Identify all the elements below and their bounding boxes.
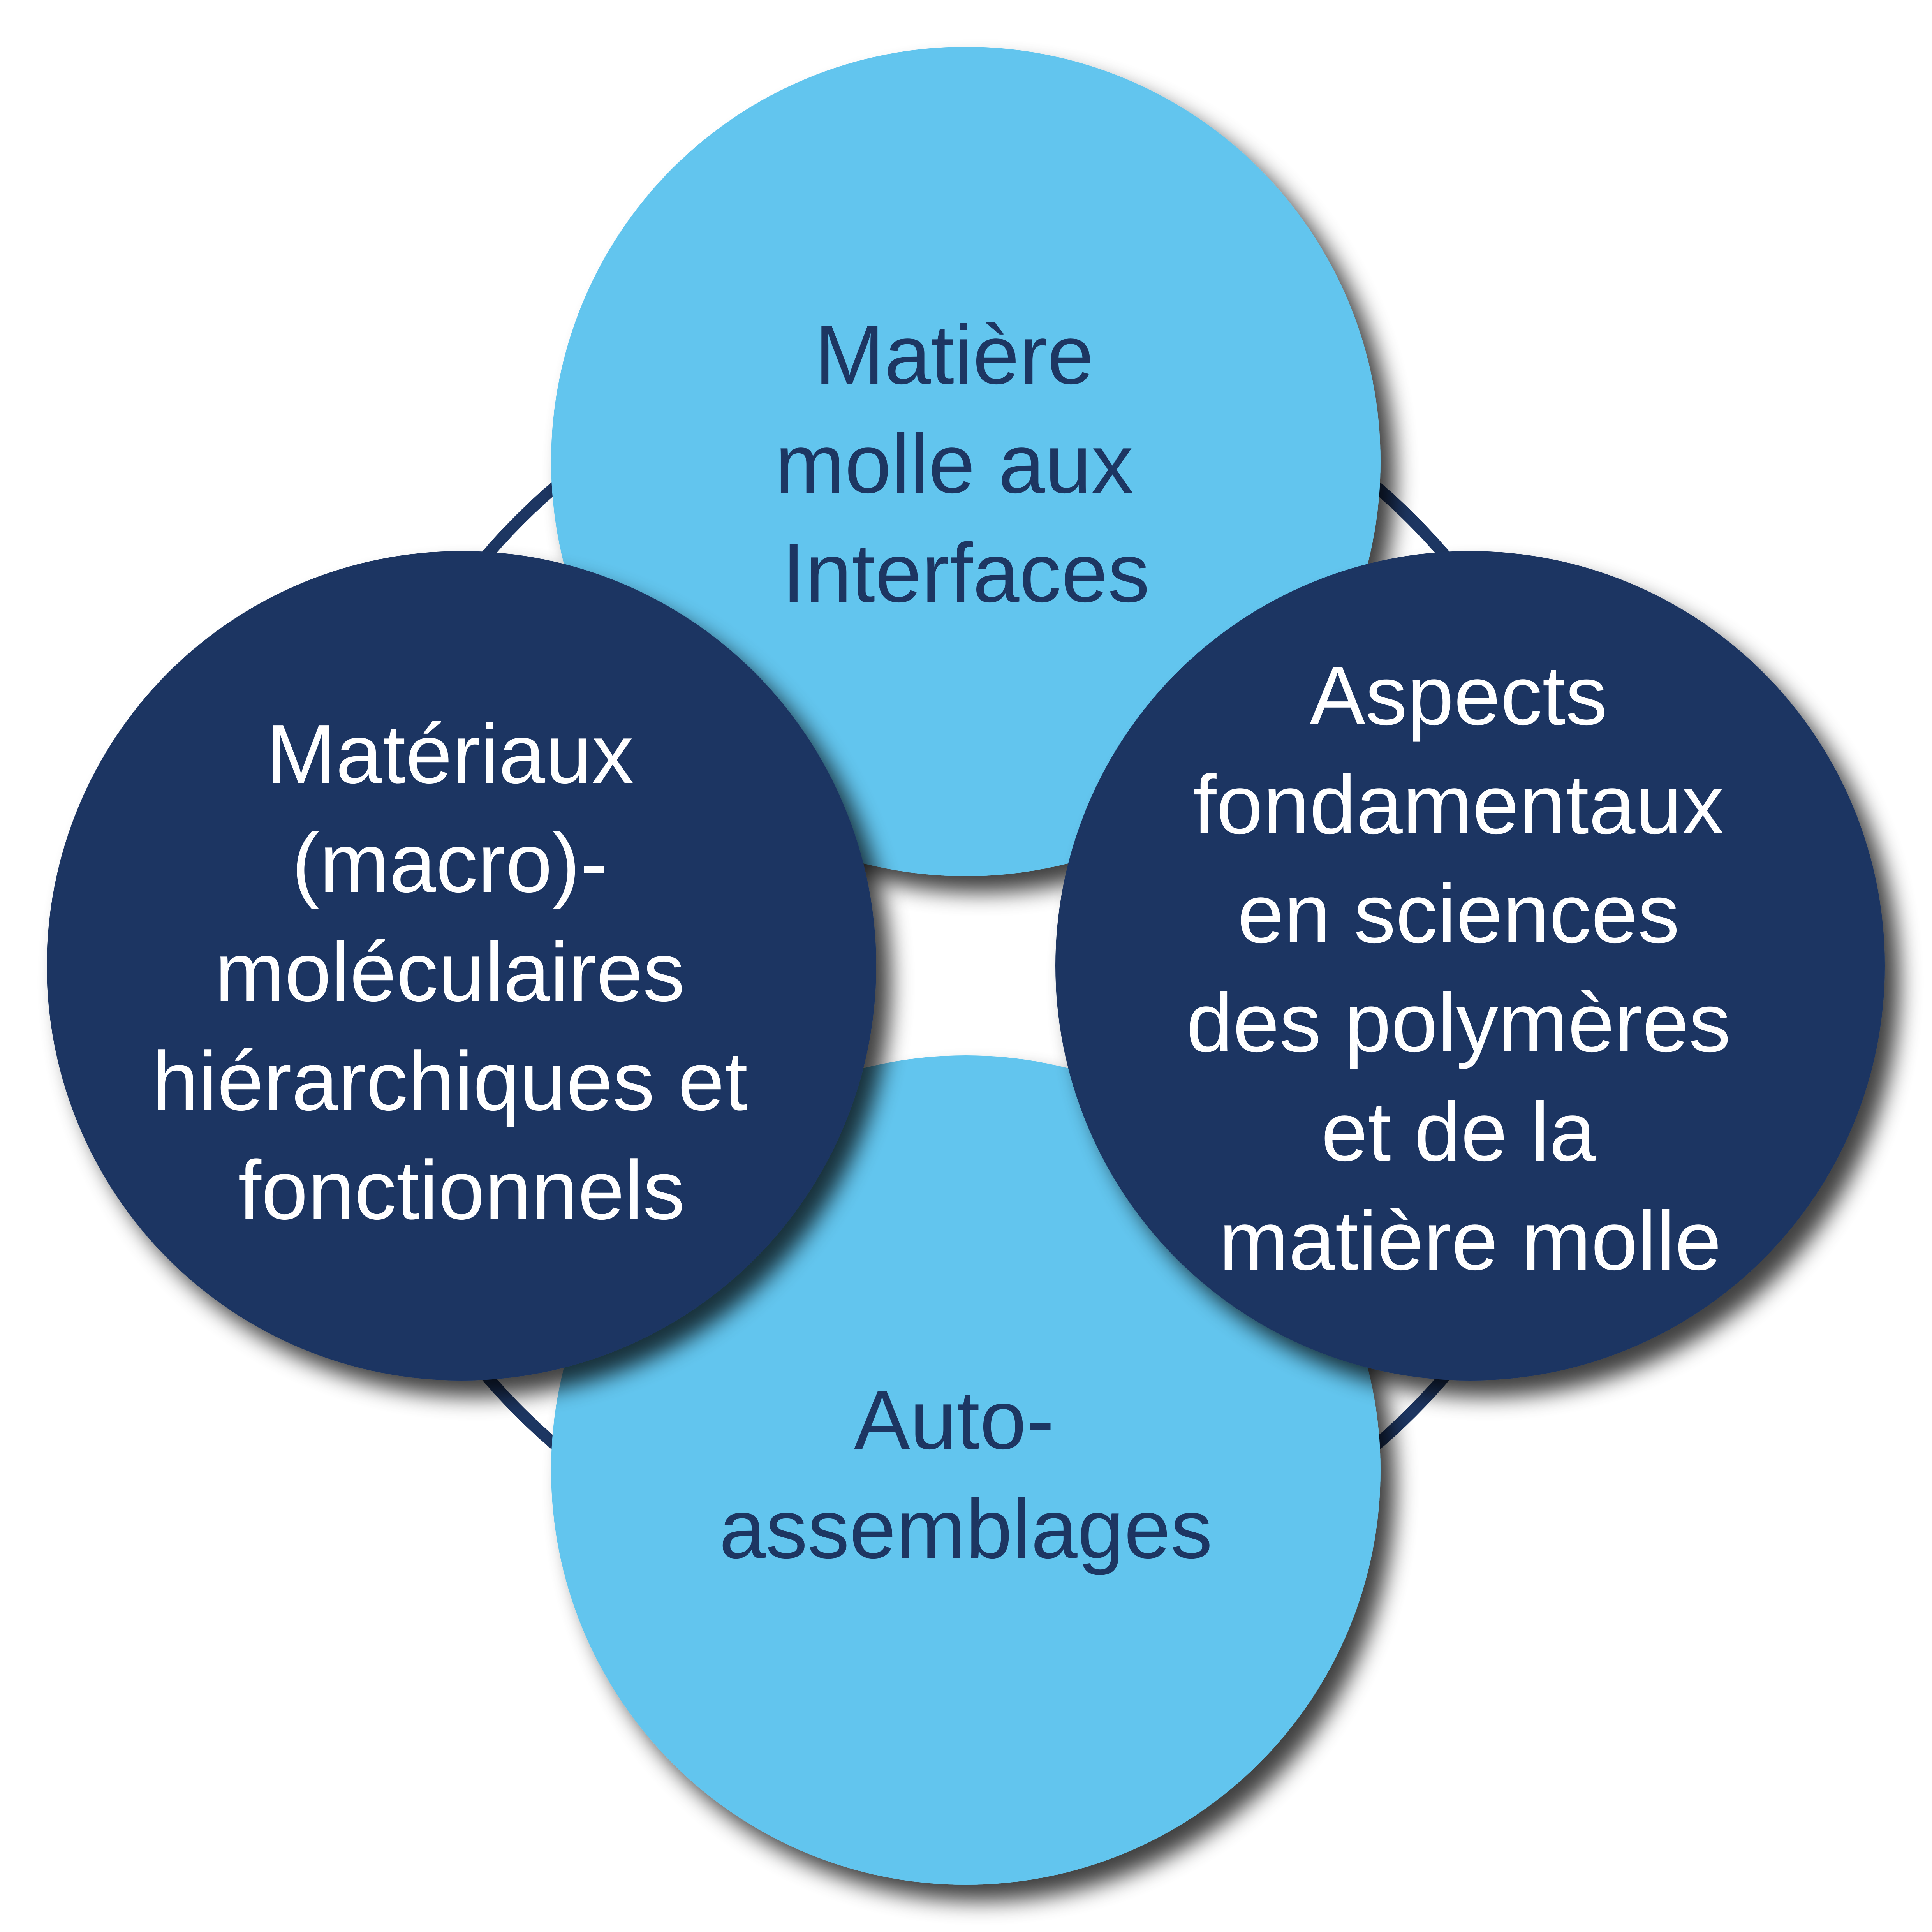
circle-right-label-line: Aspects <box>1310 648 1608 742</box>
circle-top-label-line: molle aux <box>775 417 1133 511</box>
circle-left-label-line: fonctionnels <box>238 1143 685 1237</box>
circle-bottom-disc <box>551 1055 1381 1885</box>
circle-left <box>47 551 876 1381</box>
circle-top-label-line: Matière <box>815 308 1094 402</box>
circle-right-disc <box>1055 551 1885 1381</box>
circle-right-label-line: matière molle <box>1219 1194 1721 1287</box>
circle-right-label-line: et de la <box>1321 1085 1596 1178</box>
circle-bottom <box>551 1055 1381 1885</box>
circle-left-disc <box>47 551 876 1381</box>
circle-left-label-line: (macro)- <box>292 816 608 910</box>
circle-bottom-label-line: assemblages <box>719 1482 1213 1576</box>
circle-top-disc <box>551 47 1381 876</box>
circle-top-label: Matière molle aux Interfaces <box>775 308 1157 620</box>
circle-right-label-line: des polymères <box>1186 976 1731 1069</box>
circle-right-label-line: fondamentaux <box>1193 757 1724 851</box>
circle-right <box>1055 551 1885 1381</box>
circle-left-label-line: hiérarchiques et <box>152 1034 748 1128</box>
circle-bottom-label: Auto- assemblages <box>719 1373 1213 1576</box>
circle-bottom-label-line: Auto- <box>854 1373 1054 1467</box>
circle-top <box>551 47 1381 876</box>
circle-left-label: Matériaux (macro)- moléculaires hiérarch… <box>152 707 771 1237</box>
circle-left-label-line: Matériaux <box>266 707 634 801</box>
circle-right-label: Aspects fondamentaux en sciences des pol… <box>1186 648 1754 1287</box>
circle-right-label-line: en sciences <box>1237 866 1679 960</box>
circle-left-label-line: moléculaires <box>215 925 685 1019</box>
circle-top-label-line: Interfaces <box>782 526 1150 620</box>
